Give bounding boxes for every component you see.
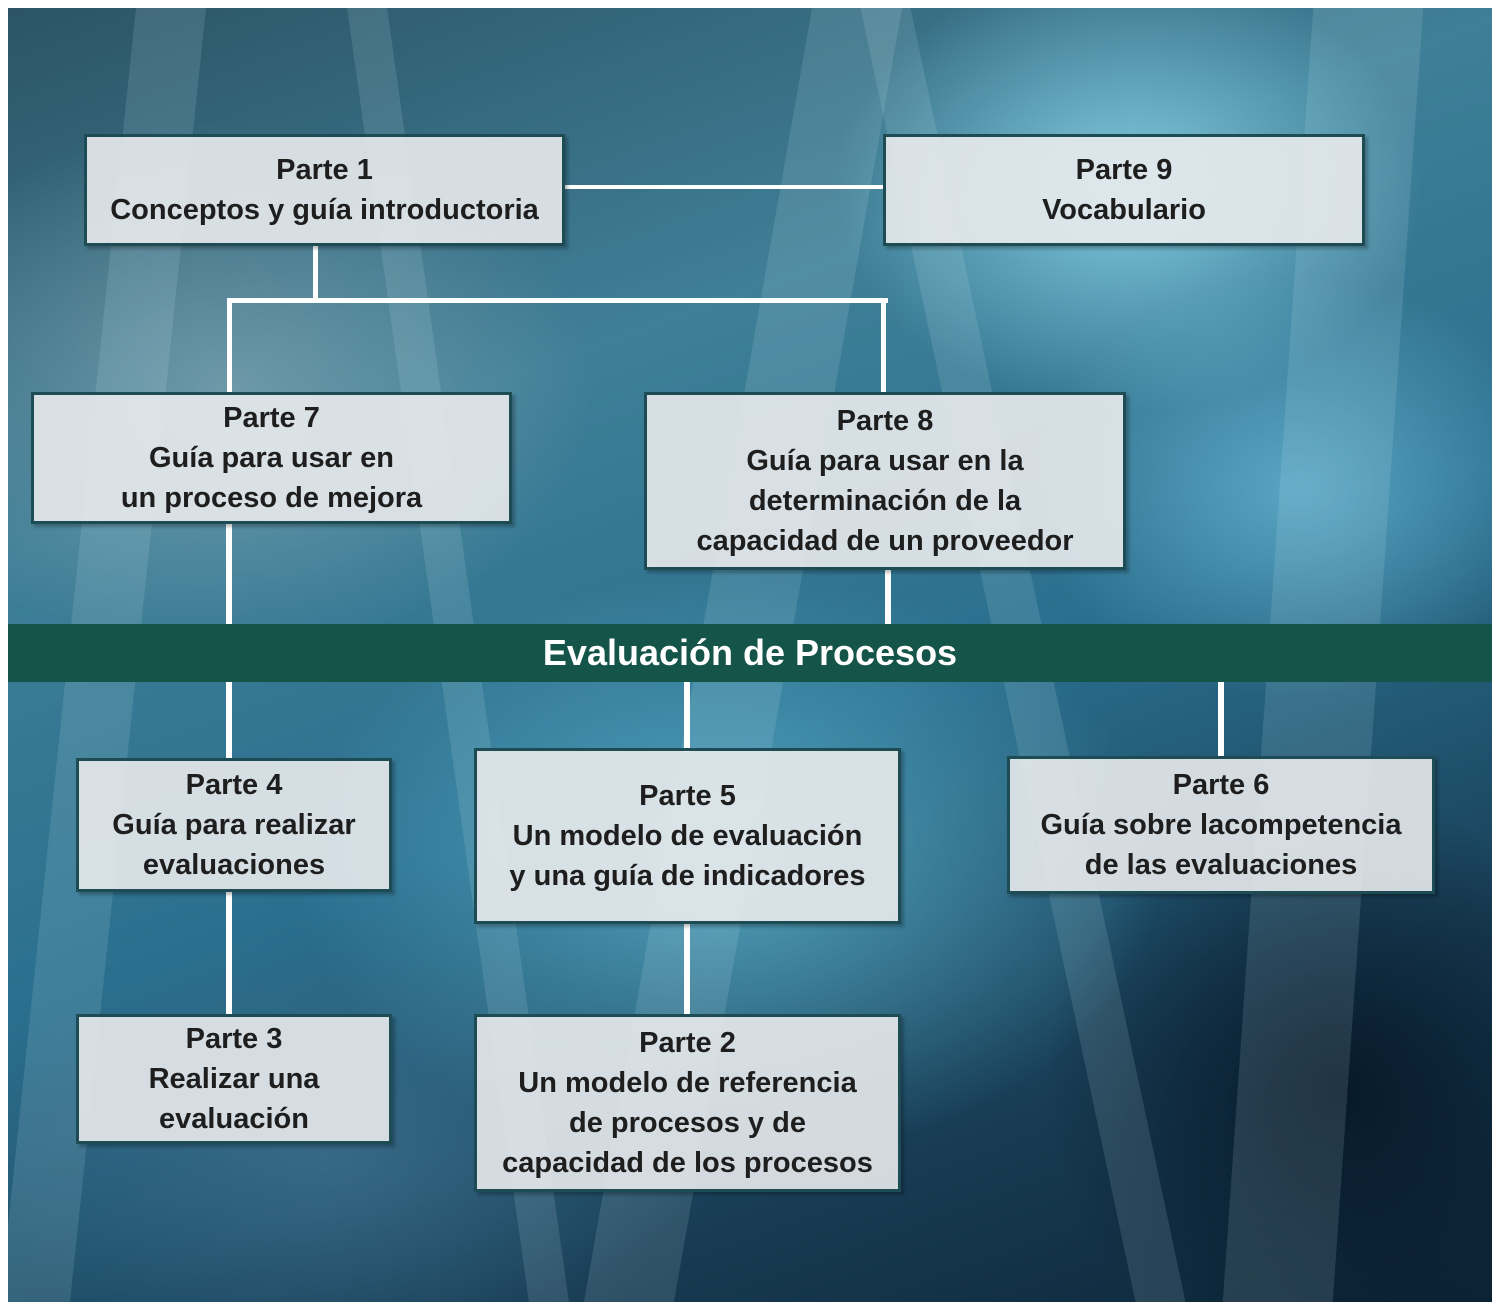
box-line: de procesos y de	[569, 1107, 806, 1139]
connector-p1-down	[313, 245, 318, 301]
connector-p4-to-p3	[226, 890, 232, 1016]
box-title: Parte 7	[223, 402, 320, 434]
box-parte-6: Parte 6 Guía sobre lacompetencia de las …	[1007, 756, 1435, 894]
box-title: Parte 5	[639, 780, 736, 812]
connector-banner-to-p6	[1218, 680, 1224, 758]
box-parte-5: Parte 5 Un modelo de evaluación y una gu…	[474, 748, 901, 924]
box-title: Parte 9	[1075, 154, 1173, 186]
connector-p1-p9	[563, 185, 886, 189]
box-parte-4: Parte 4 Guía para realizar evaluaciones	[76, 758, 392, 892]
box-line: Realizar una	[148, 1063, 320, 1095]
connector-horizontal-p7-p8	[227, 298, 888, 303]
box-line: un proceso de mejora	[120, 482, 423, 514]
box-line: Vocabulario	[1042, 194, 1206, 226]
connector-banner-to-p4	[226, 680, 232, 760]
box-title: Parte 6	[1172, 769, 1270, 801]
box-line: Guía para usar en	[149, 442, 394, 474]
box-line: Un modelo de evaluación	[512, 820, 863, 852]
box-title: Parte 2	[639, 1027, 736, 1059]
box-parte-3: Parte 3 Realizar una evaluación	[76, 1014, 392, 1144]
connector-banner-to-p5	[684, 680, 690, 752]
box-line: Guía para realizar	[112, 809, 356, 841]
connector-to-p7	[227, 298, 232, 394]
box-parte-1: Parte 1 Conceptos y guía introductoria	[84, 134, 565, 246]
connector-p5-to-p2	[684, 922, 690, 1016]
box-parte-9: Parte 9 Vocabulario	[883, 134, 1365, 246]
box-title: Parte 4	[185, 769, 283, 801]
box-line: capacidad de los procesos	[502, 1147, 873, 1179]
box-line: y una guía de indicadores	[509, 860, 866, 892]
box-parte-8: Parte 8 Guía para usar en la determinaci…	[644, 392, 1126, 570]
box-title: Parte 1	[276, 154, 373, 186]
box-parte-2: Parte 2 Un modelo de referencia de proce…	[474, 1014, 901, 1192]
box-line: Guía para usar en la	[746, 445, 1024, 477]
box-line: evaluaciones	[142, 849, 326, 881]
box-parte-7: Parte 7 Guía para usar en un proceso de …	[31, 392, 512, 524]
process-assessment-banner: Evaluación de Procesos	[8, 624, 1492, 682]
box-title: Parte 8	[836, 405, 934, 437]
box-line: Guía sobre lacompetencia	[1040, 809, 1402, 841]
box-line: determinación de la	[748, 485, 1022, 517]
box-line: de las evaluaciones	[1084, 849, 1358, 881]
box-title: Parte 3	[185, 1023, 283, 1055]
box-line: evaluación	[159, 1103, 309, 1135]
connector-to-p8	[881, 298, 886, 394]
connector-p7-to-banner	[226, 522, 232, 626]
box-line: Un modelo de referencia	[518, 1067, 857, 1099]
connector-p8-to-banner	[885, 568, 891, 626]
box-line: capacidad de un proveedor	[696, 525, 1074, 557]
box-line: Conceptos y guía introductoria	[110, 194, 539, 226]
